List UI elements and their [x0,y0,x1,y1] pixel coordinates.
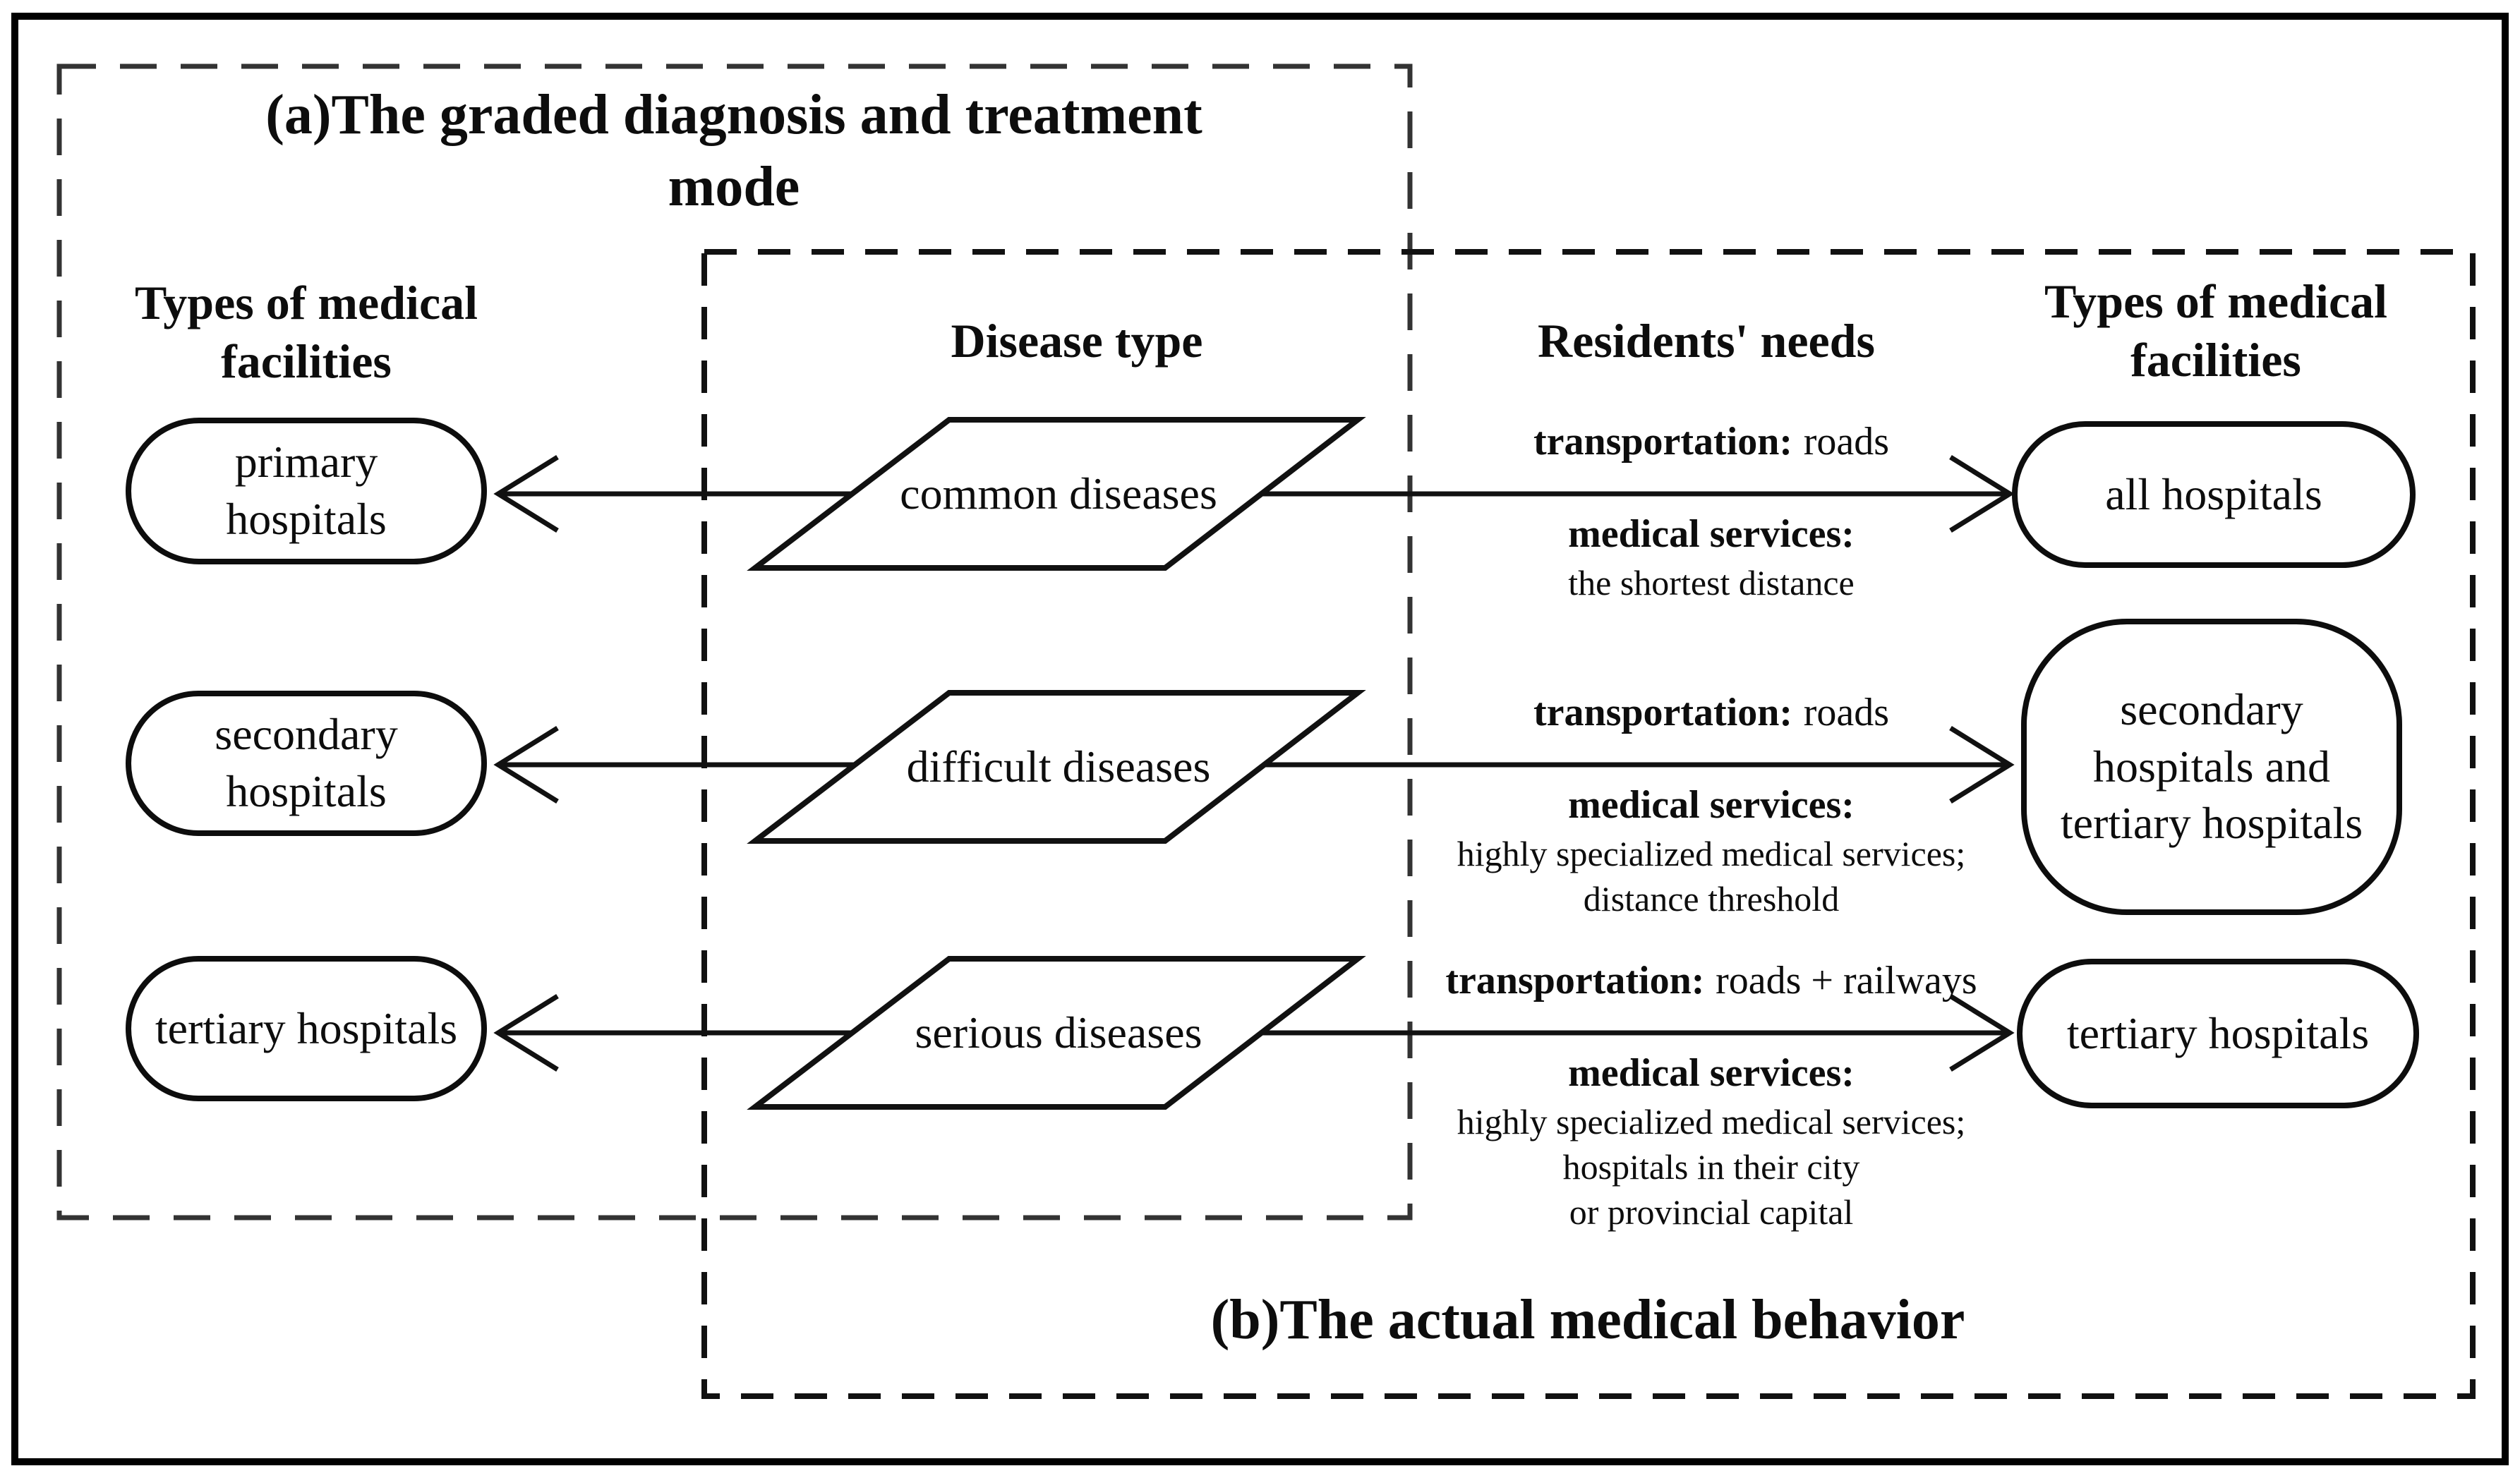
services-line: the shortest distance [1568,562,1855,602]
header-residents-needs: Residents' needs [1538,314,1875,368]
needs-transportation-row3: transportation:roads + railways [1401,958,2022,1003]
graded-facility-label: secondary hospitals [215,709,398,816]
disease-parallelogram-row3 [747,956,1366,1110]
section-a-title-line1: (a)The graded diagnosis and treatment [265,84,1202,146]
services-line: or provincial capital [1569,1192,1854,1232]
graded-facility-label: tertiary hospitals [155,1003,458,1053]
disease-parallelogram-row1 [747,417,1366,571]
header-disease-type: Disease type [951,314,1203,368]
graded-facility-label: primary hospitals [226,437,387,544]
graded-facility-box-row3: tertiary hospitals [126,956,487,1101]
transportation-value: roads [1803,691,1890,734]
services-label: medical services: [1568,512,1855,556]
services-line: highly specialized medical services; [1457,1101,1966,1141]
services-line: hospitals in their city [1562,1146,1860,1187]
actual-facility-label: secondary hospitals and tertiary hospita… [2060,684,2363,849]
graded-facility-box-row1: primary hospitals [126,418,487,564]
arrow-right-icon [1949,994,2015,1072]
header-actual-facilities: Types of medical facilities [2044,274,2388,387]
arrow-left-icon [493,455,559,533]
disease-label-row2: difficult diseases [906,741,1211,792]
arrow-right-icon [1949,726,2015,804]
services-line: distance threshold [1583,878,1840,919]
section-b-dashed-box [701,249,2476,1399]
arrow-left-icon [493,994,559,1072]
disease-label-row3: serious diseases [915,1007,1202,1058]
actual-facility-box-row2: secondary hospitals and tertiary hospita… [2021,619,2402,915]
header-graded-facilities: Types of medical facilities [134,276,478,388]
transportation-label: transportation: [1533,420,1793,464]
services-label: medical services: [1568,1051,1855,1095]
graded-facility-box-row2: secondary hospitals [126,691,487,836]
disease-parallelogram-row2 [747,690,1366,844]
services-label: medical services: [1568,783,1855,827]
needs-services-row1: medical services: the shortest distance [1401,509,2022,605]
needs-services-row2: medical services: highly specialized med… [1401,780,2022,921]
services-line: highly specialized medical services; [1457,833,1966,873]
transportation-value: roads [1803,420,1890,464]
section-b-title: (b)The actual medical behavior [1210,1289,1965,1351]
actual-facility-box-row3: tertiary hospitals [2017,959,2419,1108]
section-a-dashed-box [56,63,1413,1220]
actual-facility-label: tertiary hospitals [2066,1007,2370,1058]
arrow-right-icon [1949,455,2015,533]
transportation-value: roads + railways [1716,959,1977,1003]
transportation-label: transportation: [1533,691,1793,734]
transportation-label: transportation: [1445,959,1705,1003]
disease-label-row1: common diseases [900,468,1217,519]
needs-services-row3: medical services: highly specialized med… [1401,1048,2022,1235]
section-a-title-line2: mode [668,156,800,219]
actual-facility-label: all hospitals [2105,468,2322,519]
arrow-left-icon [493,726,559,804]
outer-border [11,13,2509,1465]
actual-facility-box-row1: all hospitals [2012,421,2416,568]
section-a-title: (a)The graded diagnosis and treatment mo… [56,79,1411,224]
needs-transportation-row1: transportation:roads [1401,419,2022,464]
needs-transportation-row2: transportation:roads [1401,690,2022,735]
